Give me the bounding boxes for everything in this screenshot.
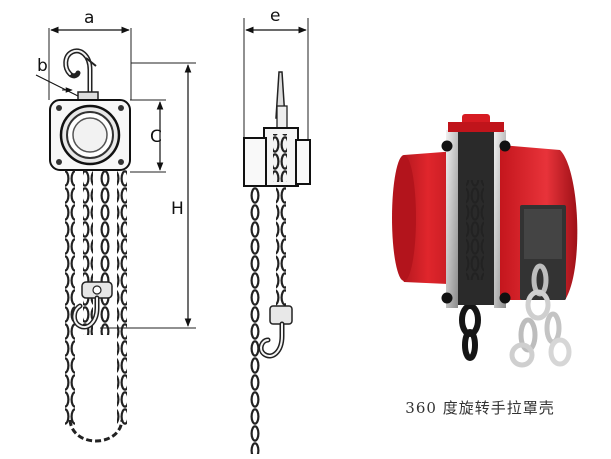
side-bottom-block xyxy=(269,305,293,325)
side-wheel-cover xyxy=(243,137,267,187)
product-photo xyxy=(372,110,597,368)
dim-b-label: b xyxy=(37,56,48,76)
dim-e-label: e xyxy=(270,6,280,26)
side-view: e xyxy=(243,6,311,454)
side-gear-cover xyxy=(295,139,311,185)
side-hand-chain xyxy=(250,186,260,454)
hand-chain-right xyxy=(117,170,127,425)
hook-latch xyxy=(85,57,97,67)
load-chain-1 xyxy=(83,170,93,335)
load-chain-2 xyxy=(100,170,110,335)
photo-black-chain xyxy=(459,303,481,361)
dim-a-label: a xyxy=(84,8,94,28)
photo-caption: 360 度旋转手拉罩壳 xyxy=(405,399,555,417)
side-load-chain xyxy=(276,186,286,306)
dim-c-label: C xyxy=(150,127,162,147)
front-view: a b C xyxy=(35,8,196,443)
dim-b-leader xyxy=(35,74,79,97)
hand-chain-loop xyxy=(68,419,124,443)
dim-h-label: H xyxy=(171,199,184,219)
photo-silver-chain xyxy=(509,263,572,368)
hand-chain-left xyxy=(65,170,75,425)
